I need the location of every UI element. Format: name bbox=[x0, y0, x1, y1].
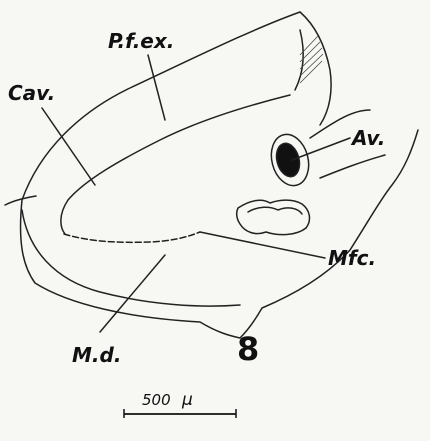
md-leader bbox=[100, 255, 165, 332]
mfc-leader bbox=[200, 232, 325, 258]
right-line-2 bbox=[320, 155, 385, 178]
label-cav: Cav. bbox=[8, 81, 55, 105]
label-av: Av. bbox=[350, 126, 385, 150]
left-tail-line bbox=[5, 196, 36, 205]
scale-bar-value: 500 bbox=[142, 391, 171, 409]
inner-outline bbox=[61, 95, 290, 234]
label-md: M.d. bbox=[72, 343, 121, 367]
mandible-line bbox=[64, 232, 200, 242]
scale-bar-unit: μ bbox=[181, 390, 193, 410]
eye-inner bbox=[273, 141, 303, 180]
label-mfc: Mfc. bbox=[328, 246, 376, 270]
jaw-joint bbox=[237, 200, 310, 235]
outer-outline bbox=[21, 12, 418, 338]
jaw-joint-inner bbox=[248, 207, 302, 214]
pfex-leader bbox=[148, 55, 165, 120]
lower-inner-curve bbox=[22, 210, 240, 306]
cav-leader bbox=[42, 108, 95, 185]
figure-number: 8 bbox=[237, 330, 259, 368]
label-pfex: P.f.ex. bbox=[108, 29, 174, 53]
dorsal-line-1 bbox=[300, 12, 331, 125]
